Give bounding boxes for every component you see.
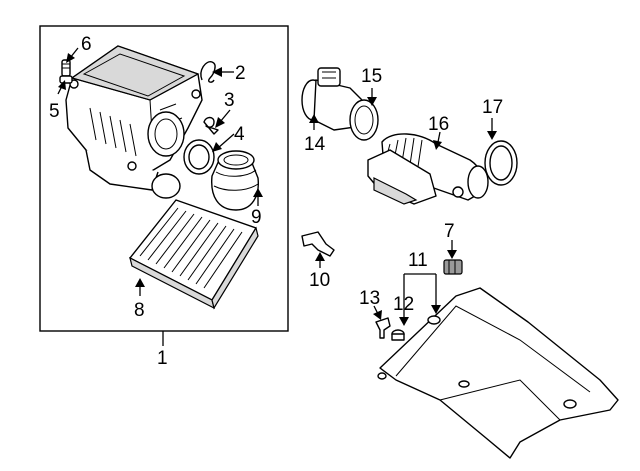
intake-duct-part-9 [211, 150, 259, 211]
callout-12: 12 [393, 294, 414, 315]
seal-part-17 [484, 140, 518, 186]
bracket-part-10 [301, 231, 335, 257]
clip-part-2 [200, 61, 216, 83]
mass-airflow-sensor-part-15 [301, 67, 379, 141]
callout-3: 3 [224, 90, 235, 111]
callout-15: 15 [361, 66, 382, 87]
callout-17: 17 [482, 97, 503, 118]
leaders [57, 47, 497, 346]
callout-7: 7 [444, 221, 455, 242]
bolt-part-6 [61, 59, 71, 77]
callout-13: 13 [359, 288, 380, 309]
grommet-part-12 [391, 329, 405, 341]
callout-labels: 1 2 3 4 5 6 7 8 9 10 11 12 13 14 15 16 1… [49, 34, 503, 369]
callout-9: 9 [251, 207, 262, 228]
assembly-frame [39, 25, 289, 332]
air-cleaner-housing [65, 45, 203, 199]
pin-part-13 [375, 317, 391, 339]
callout-11: 11 [408, 250, 428, 271]
clip-part-7 [443, 259, 463, 275]
grommet-part-5 [59, 75, 73, 84]
air-filter-part-8 [129, 199, 259, 310]
callout-4: 4 [234, 124, 245, 145]
callout-2: 2 [235, 63, 246, 84]
callout-5: 5 [49, 101, 60, 122]
callout-6: 6 [81, 34, 92, 55]
callout-1: 1 [157, 348, 168, 369]
callout-14: 14 [304, 134, 326, 155]
seal-ring-part-4 [183, 139, 215, 175]
intake-tube-part-16 [367, 133, 489, 205]
cover-part-11 [377, 287, 619, 459]
callout-10: 10 [309, 270, 330, 291]
clip-part-3 [203, 116, 219, 135]
callout-16: 16 [428, 114, 449, 135]
callout-8: 8 [134, 300, 145, 321]
